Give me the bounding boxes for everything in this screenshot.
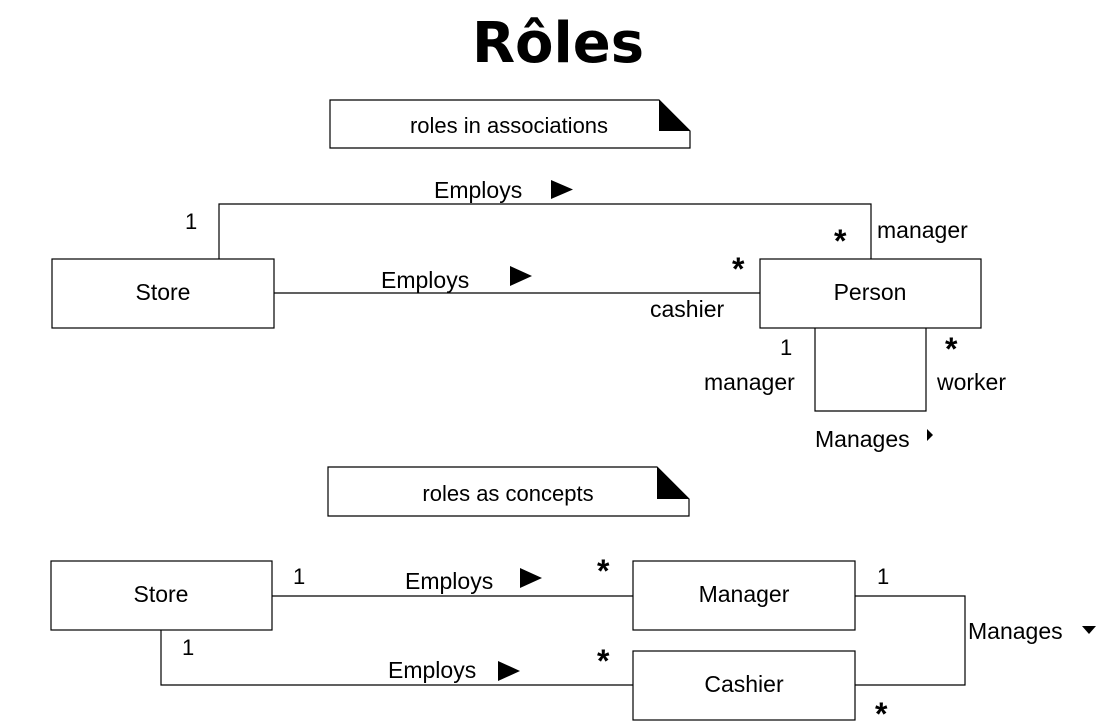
note-roles-in-associations: roles in associations [329,99,691,149]
class-person: Person [759,258,982,329]
class-manager: Manager [632,560,856,631]
assoc-line-employs-manager [218,203,872,259]
direction-arrow-icon [927,429,933,441]
note-fold-icon [657,467,689,499]
mult-manages-cashier-bottom: * [875,696,888,727]
assoc-name-employs-cashier-bottom: Employs [388,657,476,683]
mult-person-cashier: * [732,251,745,287]
mult-manages-worker: * [945,331,958,367]
assoc-name-employs-cashier: Employs [381,267,469,293]
direction-arrow-icon [520,568,542,588]
class-name: Cashier [704,671,784,697]
mult-store-manager: 1 [185,209,197,234]
role-cashier: cashier [650,296,724,322]
class-name: Person [834,279,907,305]
direction-arrow-icon [551,180,573,199]
class-name: Manager [699,581,790,607]
assoc-name-employs-manager: Employs [434,177,522,203]
class-store-bottom: Store [50,560,273,631]
class-cashier: Cashier [632,650,856,721]
role-manages-worker: worker [936,369,1006,395]
mult-store-cashier-bottom: 1 [182,635,194,660]
mult-store-manager-bottom: 1 [293,564,305,589]
role-manages-manager: manager [704,369,795,395]
mult-cashier-bottom: * [597,643,610,679]
assoc-name-employs-manager-bottom: Employs [405,568,493,594]
role-manager: manager [877,217,968,243]
class-name: Store [136,279,191,305]
mult-manages-manager: 1 [780,335,792,360]
mult-manages-manager-bottom: 1 [877,564,889,589]
mult-manager-bottom: * [597,553,610,589]
note-roles-as-concepts: roles as concepts [327,466,690,517]
class-store-top: Store [51,258,275,329]
class-name: Store [134,581,189,607]
page-title: Rôles [472,11,644,76]
note-label: roles in associations [410,113,608,138]
assoc-name-manages-self: Manages [815,426,910,452]
direction-arrow-icon [1082,626,1096,634]
note-label: roles as concepts [422,481,593,506]
assoc-line-manages-bottom [855,595,966,686]
note-fold-icon [659,100,690,131]
mult-person-manager: * [834,223,847,259]
direction-arrow-icon [498,661,520,681]
assoc-line-employs-cashier-bottom [160,630,633,686]
assoc-name-manages-bottom: Manages [968,618,1063,644]
direction-arrow-icon [510,266,532,286]
assoc-line-manages-self [814,328,927,412]
